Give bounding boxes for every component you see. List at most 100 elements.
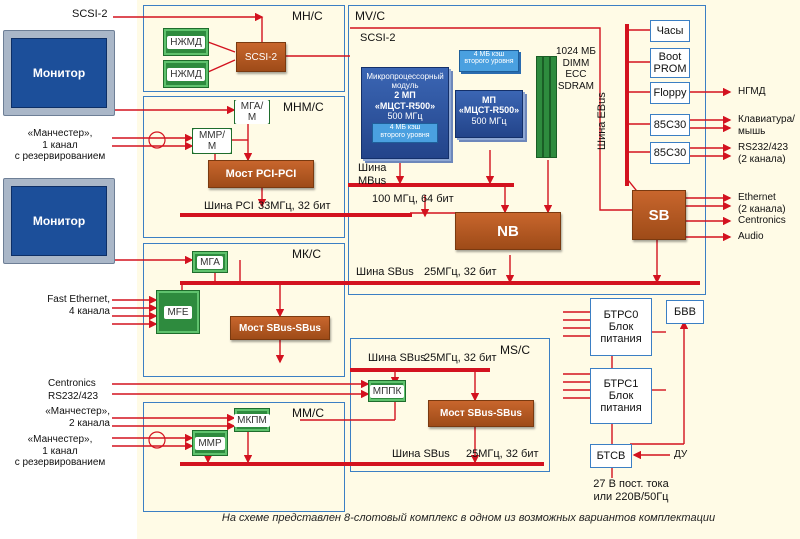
sbus-1-label: Шина SBus [356,266,414,278]
module-mn [143,5,345,92]
scsi-bus-label: SCSI-2 [360,32,396,44]
cpu-module-line-5: 500 МГц [387,111,423,122]
module-mnm-label: МНМ/С [283,100,324,114]
pci-bus-label: Шина PCI [204,200,254,212]
manchester-1-line-3: с резервированием [14,151,106,162]
btsv: БТСВ [590,444,632,468]
power-input-line-1: 27 В пост. тока [593,478,669,490]
keyboard-line-1: Клавиатура/ [738,114,795,125]
monitor-1: Монитор [3,30,115,116]
manchester-3-line-2: 1 канал [42,445,78,457]
ebus [625,24,629,186]
btrs0-line-1: БТРС0 [603,308,639,321]
cpu-module-cache-line-1: 4 МБ кэш [389,124,421,132]
manchester-3-label: «Манчестер», 1 канал с резервированием [10,434,110,469]
module-mk [143,243,345,377]
mga-m-label: МГА/М [235,100,269,124]
ethernet-right-line-2: (2 канала) [738,203,786,215]
memory-line-2: DIMM [562,57,590,69]
boot-prom: Boot PROM [650,48,690,78]
sbus-1 [180,281,700,285]
sbus-3 [180,462,544,466]
boot-prom-line-2: PROM [653,63,687,75]
module-mn-label: МН/С [292,9,323,23]
rs232-right-label: RS232/423 (2 канала) [738,142,788,165]
mp-cache-line-2: второго уровня [464,58,514,66]
fast-ethernet-line-2: 4 канала [69,305,110,317]
mkpm: МКПМ [234,408,270,432]
sbus-3-label: Шина SBus [392,448,450,460]
mmr-label: ММР [195,436,225,450]
serial-controller-2: 85C30 [650,142,690,164]
memory-label: 1024 МБ DIMM ECC SDRAM [556,46,596,92]
mmr-m-label: ММР/М [193,129,231,153]
pci-bus [180,213,412,217]
monitor-2-screen: Монитор [11,186,107,256]
rs232-right-line-1: RS232/423 [738,142,789,153]
clock: Часы [650,20,690,42]
btrs1-line-2: Блок [608,389,634,402]
btrs1: БТРС1 Блок питания [590,368,652,424]
ngmd-label: НГМД [738,86,766,97]
manchester-3-line-1: «Манчестер», [27,434,93,445]
manchester-1-label: «Манчестер», 1 канал с резервированием [10,128,110,163]
fast-ethernet-label: Fast Ethernet, 4 канала [30,294,110,317]
monitor-2: Монитор [3,178,115,264]
btrs1-line-1: БТРС1 [603,377,639,390]
manchester-1-line-1: «Манчестер», [27,128,93,139]
module-ms [350,338,550,472]
sbus-1-speed: 25МГц, 32 бит [424,266,497,278]
mp-module: МП «МЦСТ-R500» 500 МГц [455,90,523,138]
mp-line-1: МП [482,95,496,105]
du-label: ДУ [674,449,688,460]
diagram-caption: На схеме представлен 8-слотовый комплекс… [221,512,716,524]
manchester-2-line-1: «Манчестер», [45,406,110,417]
sbus-2-label: Шина SBus [368,352,426,364]
mbus-label: Шина MBus [358,162,386,187]
mp-line-2: «МЦСТ-R500» [458,105,520,116]
ethernet-right-label: Ethernet (2 канала) [738,192,786,215]
btrs0-line-3: питания [600,333,642,346]
sbus-3-speed: 25МГц, 32 бит [466,448,539,460]
south-bridge: SB [632,190,686,240]
memory-line-1: 1024 МБ [556,46,596,57]
module-mm-label: ММ/С [292,406,324,420]
cpu-module-cache-line-2: второго уровня [380,131,430,139]
btrs0-line-2: Блок [608,320,634,333]
cpu-module-line-4: «МЦСТ-R500» [374,100,436,111]
mga-m: МГА/М [234,100,270,124]
centronics-left-label: Centronics [48,378,96,389]
module-mv-label: МV/С [355,9,385,23]
north-bridge: NB [455,212,561,250]
scsi-left-label: SCSI-2 [72,8,108,20]
mga: МГА [192,251,228,273]
serial-controller-1: 85C30 [650,114,690,136]
fast-ethernet-line-1: Fast Ethernet, [47,294,110,305]
audio-label: Audio [738,231,764,242]
mmr-m: ММР/М [192,128,232,154]
scsi-controller: SCSI-2 [236,42,286,72]
mfe: MFE [156,290,200,334]
memory-line-4: SDRAM [557,80,595,92]
btrs1-line-3: питания [600,402,642,415]
mga-label: МГА [197,255,223,269]
module-mk-label: МК/С [292,247,321,261]
hdd-2-label: НЖМД [167,67,205,81]
mmr: ММР [192,430,228,456]
sbus-sbus-bridge-1: Мост SBus-SBus [230,316,330,340]
dimm-1 [536,56,543,158]
mppk-label: МППК [369,384,405,398]
floppy-controller: Floppy [650,82,690,104]
module-mv [348,5,706,295]
pci-pci-bridge: Мост PCI-PCI [208,160,314,188]
manchester-2-label: «Манчестер», 2 канала [30,406,110,429]
manchester-1-line-2: 1 канал [42,139,78,151]
rs232-right-line-2: (2 канала) [738,153,786,165]
memory-line-3: ECC [565,69,587,80]
sbus-2 [350,368,490,372]
pci-bus-speed: 33МГц, 32 бит [258,200,331,212]
cpu-module-line-2: модуль [391,81,419,91]
mp-line-3: 500 МГц [471,115,507,126]
mbus-speed: 100 МГц, 64 бит [372,193,454,205]
btrs0: БТРС0 Блок питания [590,298,652,356]
